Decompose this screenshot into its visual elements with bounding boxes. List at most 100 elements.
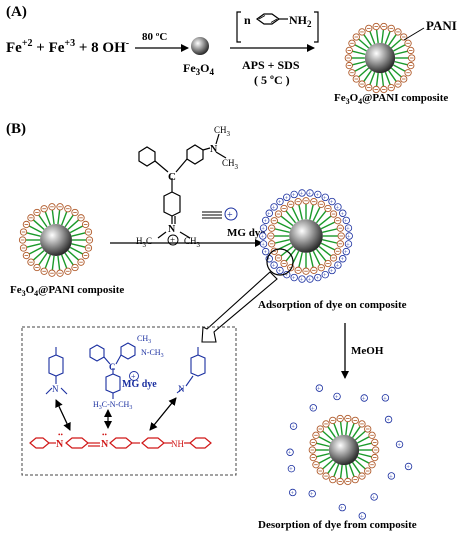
pani-chain <box>57 209 61 225</box>
dye-plus-mark: + <box>362 395 366 402</box>
adsorbed-dye-cation <box>358 512 366 520</box>
dye-plus-mark: + <box>406 464 410 471</box>
dye-plus-mark: + <box>261 234 265 241</box>
adsorbed-dye-cation <box>276 197 284 206</box>
adsorbed-dye-cation <box>265 209 273 217</box>
adsorbed-dye-cation <box>321 270 329 279</box>
adsorbed-dye-cation <box>315 384 324 392</box>
adsorbed-dye-cation <box>298 275 306 283</box>
pani-chain <box>357 436 370 444</box>
pani-chain <box>26 243 41 248</box>
phenyl-ring-right-icon <box>186 144 204 165</box>
dye-plus-mark: + <box>330 199 334 206</box>
pani-chain <box>298 204 303 220</box>
pani-chain <box>69 225 84 234</box>
pani-chain <box>322 228 338 233</box>
dye-plus-mark: + <box>316 192 320 199</box>
adsorbed-dye-cation <box>290 190 298 199</box>
adsorbed-dye-cation <box>287 464 296 473</box>
composite-particle-b <box>18 203 94 277</box>
adsorbed-dye-cation <box>328 197 336 206</box>
equivalence-icon <box>202 211 222 219</box>
mg-dye-symbol-plus: + <box>227 210 233 221</box>
pani-chain <box>320 221 336 230</box>
adsorbed-dye-cation <box>259 224 268 232</box>
adsorbed-dye-cation <box>344 224 353 232</box>
pani-chain <box>44 211 51 226</box>
pani-chain <box>315 248 327 262</box>
inset-dye-fragments <box>45 342 206 399</box>
pani-chain <box>32 250 45 261</box>
pani-chain <box>358 442 372 448</box>
inset-dye-ring-b-icon <box>120 342 136 360</box>
pani-chain <box>26 232 41 237</box>
fe3o4-core <box>289 219 323 253</box>
adsorbed-dye-cation <box>259 232 267 240</box>
fe3o4-core <box>364 42 396 74</box>
dye-plus-mark: + <box>323 272 327 279</box>
fe3o4-particle <box>191 37 209 55</box>
adsorbed-dye-cation <box>342 247 350 256</box>
inset-dye-n-methyl-a: CH3 <box>137 334 151 345</box>
dye-plus-mark: + <box>284 195 288 202</box>
dye-plus-mark: + <box>261 226 265 233</box>
pani-chain <box>375 29 379 44</box>
monomer-n-label: n <box>244 13 251 27</box>
pani-chain <box>394 60 408 66</box>
panel-a-label: (A) <box>6 4 27 20</box>
pani-chain <box>44 254 51 269</box>
pani-chain <box>390 67 402 78</box>
pani-chain <box>28 225 43 234</box>
composite-particle-a <box>344 22 416 94</box>
pani-chain <box>38 214 48 228</box>
adsorbed-dye-cation <box>314 273 322 282</box>
fe3o4-core <box>328 434 360 466</box>
dye-plus-mark: + <box>336 204 340 211</box>
dye-plus-mark: + <box>308 190 312 197</box>
phenyl-ring-left-icon <box>138 146 156 167</box>
pani-chain <box>352 60 366 66</box>
dye-bottom-nitrogen: N <box>168 224 176 235</box>
dye-loaded-composite: ++++++++++++++++++++++++++++++++++ <box>259 189 353 284</box>
dye-plus-glyph: + <box>170 235 175 245</box>
pani-chain <box>318 456 331 464</box>
inset-dye-plus-icon <box>129 371 139 381</box>
pani-chain <box>348 423 355 437</box>
dye-plus-mark: + <box>290 490 294 497</box>
pani-chain <box>322 430 334 441</box>
mg-dye-structure <box>138 133 227 239</box>
adsorbed-dye-cation <box>289 488 297 497</box>
desorption-label: Desorption of dye from composite <box>258 519 417 531</box>
aniline-monomer <box>236 11 319 43</box>
adsorbed-dye-cation <box>381 394 390 402</box>
dye-positive-charge-icon <box>167 234 179 246</box>
pani-chain <box>51 209 55 225</box>
monomer-amine-label: NH2 <box>289 13 312 29</box>
dye-central-carbon: C <box>168 171 176 183</box>
benzene-ring-icon <box>255 13 281 25</box>
adsorbed-dye-cation <box>339 255 347 263</box>
adsorbed-dye-cation <box>328 266 336 275</box>
adsorbed-dye-cation <box>338 503 347 512</box>
adsorbed-dye-cation <box>370 493 378 501</box>
pani-chain <box>71 243 86 248</box>
adsorbed-dye-cation <box>308 489 316 498</box>
adsorbed-dye-cation <box>344 240 353 248</box>
pani-chain <box>354 64 367 72</box>
eluent-label: MeOH <box>351 345 384 357</box>
inset-dye-ring-right-icon <box>190 354 206 377</box>
pani-chain <box>363 34 372 46</box>
pani-chain <box>67 250 80 261</box>
pani-chain <box>322 239 338 244</box>
pani-chain <box>318 215 332 227</box>
pani-chain <box>28 246 43 255</box>
dye-plus-mark: + <box>346 226 350 233</box>
reactants-equation: Fe+2 + Fe+3 + 8 OH- <box>6 38 129 56</box>
dye-plus-mark: + <box>272 204 276 211</box>
adsorbed-dye-cation <box>290 273 298 282</box>
dye-plus-mark: + <box>340 505 344 512</box>
inset-dye-plus-glyph: + <box>131 372 136 381</box>
dye-plus-mark: + <box>263 249 267 256</box>
inset-pani-chain <box>29 437 212 449</box>
